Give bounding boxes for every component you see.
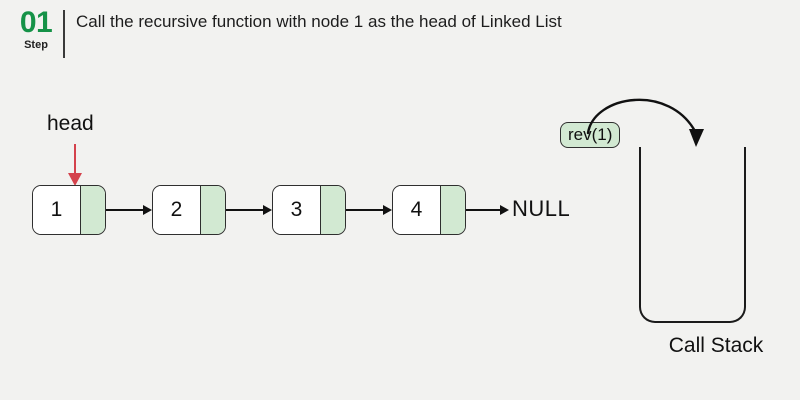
node-value: 2 (153, 186, 200, 234)
call-stack-container (639, 147, 746, 323)
step-title: Call the recursive function with node 1 … (76, 12, 562, 31)
next-pointer-arrow-icon (346, 205, 392, 216)
list-node[interactable]: 4 (392, 185, 466, 235)
step-word-label: Step (24, 39, 48, 51)
node-value: 3 (273, 186, 320, 234)
null-label: NULL (512, 196, 571, 221)
next-pointer-arrow-icon (106, 205, 152, 216)
step-badge: 01 Step (14, 8, 58, 52)
node-pointer-cell (320, 186, 345, 234)
node-value: 1 (33, 186, 80, 234)
step-number: 01 (19, 6, 53, 39)
null-pointer-arrow-icon (466, 205, 510, 216)
node-pointer-cell (440, 186, 465, 234)
next-pointer-arrow-icon (226, 205, 272, 216)
list-node[interactable]: 1 (32, 185, 106, 235)
head-label: head (47, 112, 94, 135)
list-node[interactable]: 2 (152, 185, 226, 235)
node-pointer-cell (80, 186, 105, 234)
step-header: 01 Step Call the recursive function with… (0, 0, 800, 68)
push-to-stack-curved-arrow-icon (586, 98, 704, 147)
list-node[interactable]: 3 (272, 185, 346, 235)
head-arrow-icon (68, 173, 82, 186)
head-arrow-shaft (74, 144, 77, 176)
header-divider (63, 10, 65, 58)
node-pointer-cell (200, 186, 225, 234)
node-value: 4 (393, 186, 440, 234)
call-stack-frame-badge[interactable]: rev(1) (560, 122, 621, 148)
call-stack-label: Call Stack (668, 334, 764, 357)
